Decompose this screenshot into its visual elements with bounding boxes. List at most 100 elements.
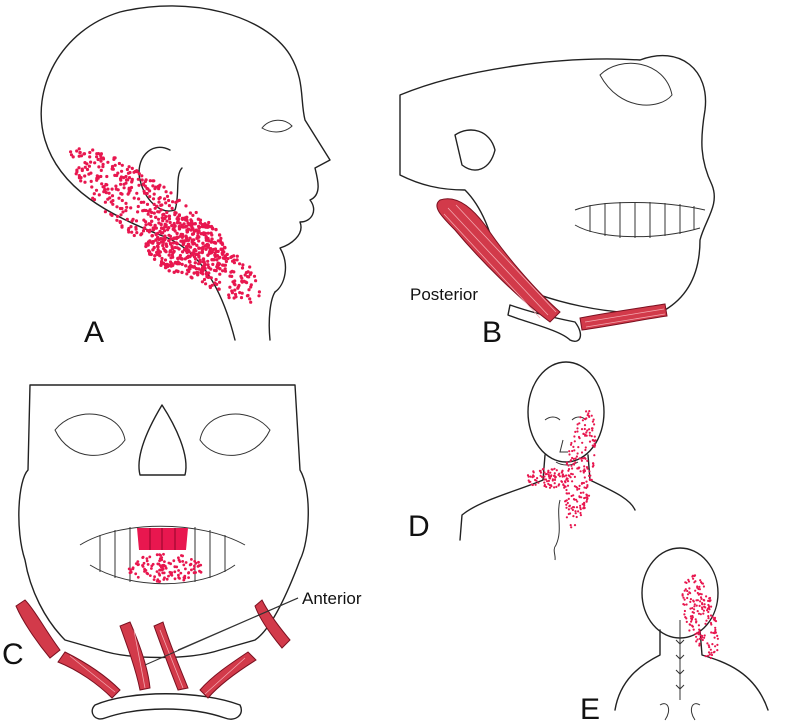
pain-dot [132, 196, 136, 200]
pain-dot [114, 184, 118, 188]
pain-dot [570, 472, 573, 475]
pain-dot [695, 599, 698, 602]
pain-dot [152, 578, 156, 581]
pain-dot [128, 188, 132, 192]
pain-dot [573, 449, 576, 452]
pain-dot [87, 172, 91, 176]
pain-dot [578, 466, 581, 469]
pain-dot [531, 476, 534, 479]
pain-dot [166, 263, 171, 267]
pain-dot [99, 159, 103, 163]
pain-dot [104, 191, 108, 195]
pain-dot [158, 183, 162, 187]
pain-dot [685, 617, 688, 620]
panel-d-letter: D [408, 510, 430, 543]
pain-dot [207, 265, 211, 270]
pain-dot [107, 191, 111, 195]
pain-dot [134, 219, 139, 223]
pain-dot [581, 441, 584, 444]
pain-dot [594, 439, 597, 442]
pain-dot [174, 269, 179, 273]
pain-dot [141, 555, 145, 559]
pain-dot [240, 266, 245, 270]
pain-dot [570, 526, 573, 529]
pain-dot [201, 272, 205, 276]
pain-dot [585, 480, 588, 483]
pain-dot [584, 446, 587, 449]
pain-dot [585, 466, 589, 469]
pain-dot [562, 483, 565, 486]
pain-dot [192, 271, 196, 275]
pain-dot [161, 238, 165, 242]
pain-dot [157, 187, 161, 191]
pain-dot [578, 422, 581, 425]
pain-dot [197, 255, 201, 259]
pain-dot [543, 475, 546, 478]
pain-dot [173, 577, 177, 581]
pain-dot [167, 561, 171, 565]
pain-dot [545, 472, 548, 476]
pain-dot [591, 444, 594, 447]
pain-dot [97, 193, 101, 197]
pain-dot [586, 414, 589, 417]
pain-dot [158, 196, 162, 200]
pain-dot [135, 170, 139, 174]
pain-dot [197, 235, 201, 239]
pain-dot [585, 410, 588, 413]
pain-dot [131, 567, 135, 571]
pain-dot [151, 197, 156, 201]
pain-dot [586, 484, 589, 487]
pain-dot [257, 294, 261, 298]
pain-dot [175, 231, 179, 236]
pain-dot [698, 642, 701, 645]
pain-dot [184, 561, 188, 564]
pain-dot [194, 571, 198, 574]
pain-dot [706, 607, 710, 610]
pain-dot [547, 479, 551, 482]
pain-dot [176, 217, 181, 221]
pain-dot [571, 480, 574, 483]
pain-dot [177, 261, 182, 266]
pain-dot [580, 428, 584, 431]
pain-dot [553, 467, 556, 470]
pain-dot [692, 577, 695, 580]
pain-dot [157, 572, 161, 575]
pain-dot [206, 231, 210, 235]
pain-dot [77, 147, 81, 151]
pain-dot [707, 610, 710, 614]
pain-dot [565, 477, 568, 480]
pain-dot [216, 262, 220, 267]
pain-dot [150, 219, 154, 223]
pain-dot [106, 187, 110, 191]
pain-dot [567, 469, 570, 472]
pain-dot [158, 553, 162, 556]
pain-dot [83, 180, 87, 184]
pain-dot [571, 467, 574, 470]
pain-dot [586, 429, 589, 432]
pain-dot [172, 221, 176, 226]
pain-dot [75, 149, 79, 153]
pain-dot [590, 478, 593, 481]
pain-dot [701, 602, 704, 605]
pain-dot [228, 285, 232, 289]
pain-dot [162, 185, 166, 189]
pain-dot [576, 452, 579, 455]
pain-dot [582, 481, 586, 485]
pain-dot [695, 635, 698, 638]
pain-dot [193, 564, 196, 568]
pain-dot [573, 475, 577, 478]
pain-dot [195, 270, 199, 275]
pain-dot [149, 214, 153, 218]
pain-dot [177, 256, 181, 260]
pain-dot [118, 177, 123, 181]
pain-dot [691, 575, 694, 578]
pain-dot [143, 226, 147, 230]
pain-dot [197, 262, 201, 266]
pain-dot [222, 245, 227, 250]
pain-dot [220, 247, 224, 251]
pain-dot [144, 223, 148, 227]
pain-dot [699, 613, 702, 616]
pain-dot [188, 563, 192, 567]
pain-dot [160, 259, 164, 264]
pain-dot [130, 230, 134, 234]
